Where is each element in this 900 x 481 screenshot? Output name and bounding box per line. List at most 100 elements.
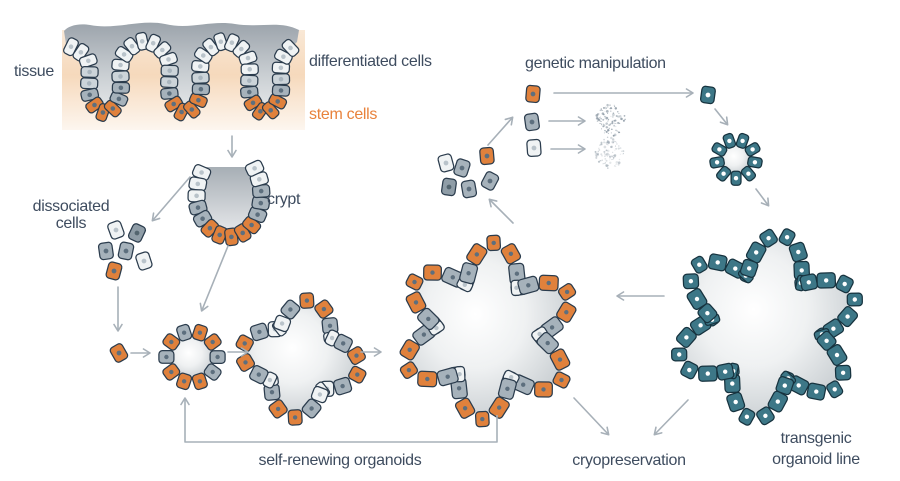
epithelial-cell — [707, 253, 728, 272]
epithelial-cell — [738, 407, 756, 426]
epithelial-cell — [778, 228, 796, 247]
epithelial-cell — [697, 303, 718, 324]
epithelial-cell — [534, 381, 553, 398]
epithelial-cell — [271, 61, 291, 75]
epithelial-cell — [806, 382, 827, 401]
epithelial-cell — [417, 370, 438, 388]
epithelial-cell — [243, 94, 263, 112]
organoid-medium — [235, 292, 367, 426]
epithelial-cell — [745, 241, 767, 264]
epithelial-cell — [497, 377, 517, 400]
epithelial-cell — [826, 380, 844, 399]
organoid-transgenic-lumen — [683, 239, 851, 415]
epithelial-cell — [240, 85, 259, 99]
epithelial-cell — [816, 330, 837, 351]
epithelial-cell — [159, 75, 179, 89]
epithelial-cell — [135, 251, 153, 271]
epithelial-cell — [123, 36, 141, 56]
epithelial-cell — [80, 65, 99, 79]
epithelial-cell — [117, 241, 135, 261]
epithelial-cell — [697, 365, 718, 382]
epithelial-cell — [846, 292, 863, 307]
epithelial-cell — [109, 91, 129, 107]
epithelial-cell — [744, 142, 761, 157]
organoid-small-lumen — [171, 336, 213, 378]
epithelial-cell — [399, 339, 420, 361]
flow-arrow — [151, 176, 191, 222]
epithelial-cell — [261, 101, 280, 120]
flow-arrow — [487, 116, 514, 146]
epithelial-cell — [79, 77, 99, 90]
epithelial-cell — [160, 64, 179, 77]
epithelial-cell — [159, 51, 178, 67]
epithelial-cell — [158, 349, 175, 364]
epithelial-cell — [788, 241, 808, 263]
flow-arrow — [653, 399, 689, 436]
epithelial-cell — [203, 363, 222, 381]
epithelial-cell — [436, 367, 459, 387]
epithelial-cell — [85, 96, 104, 114]
epithelial-cell — [191, 83, 211, 96]
epithelial-cell — [299, 292, 315, 309]
epithelial-cell — [114, 45, 134, 63]
epithelial-cell — [191, 372, 208, 391]
epithelial-cell — [107, 220, 125, 240]
epithelial-cell — [680, 360, 699, 380]
epithelial-cell — [675, 326, 697, 348]
epithelial-cell — [517, 275, 540, 295]
epithelial-cell — [72, 42, 90, 62]
epithelial-cell — [111, 70, 130, 83]
epithelial-cell — [682, 273, 700, 290]
epithelial-cell — [188, 92, 208, 109]
epithelial-cell — [127, 223, 147, 243]
epithelial-cell — [556, 301, 577, 323]
differentiated-cells-label: differentiated cells — [309, 53, 432, 70]
epithelial-cell — [740, 165, 757, 182]
epithelial-cell — [730, 170, 742, 186]
epithelial-cell — [105, 261, 123, 281]
epithelial-cell — [232, 39, 251, 59]
epithelial-cell — [837, 306, 859, 328]
epithelial-cell — [162, 333, 181, 351]
organoid-medium-lumen — [246, 304, 356, 414]
epithelial-cell — [176, 323, 193, 342]
epithelial-cell — [459, 262, 479, 285]
epithelial-cell — [549, 348, 571, 371]
epithelial-cell — [552, 371, 571, 389]
epithelial-cell — [480, 171, 500, 191]
epithelial-cell — [486, 234, 502, 252]
epithelial-cell — [153, 41, 172, 59]
epithelial-cell — [767, 390, 789, 413]
epithelial-cell — [135, 31, 150, 51]
dissociated-cells-label-line2: cells — [55, 215, 87, 232]
epithelial-cell — [271, 84, 291, 97]
epithelial-cell — [466, 243, 488, 266]
epithelial-cell — [756, 406, 775, 426]
epithelial-cell — [238, 50, 258, 66]
transgenic-label-line1: transgenic — [780, 430, 852, 447]
epithelial-cell — [202, 37, 220, 57]
epithelial-cell — [240, 63, 259, 76]
organoid-teal-cyst — [709, 132, 763, 186]
tissue-graphic — [62, 22, 305, 130]
epithelial-cell — [281, 38, 300, 57]
transgenic-organoid-line-label: transgenic organoid line — [743, 428, 889, 470]
epithelial-cell — [816, 272, 837, 289]
stem-cells-label: stem cells — [309, 106, 378, 123]
transgenic-label-line2: organoid line — [772, 451, 860, 468]
epithelial-cell — [111, 81, 131, 94]
epithelial-cell — [747, 156, 763, 169]
flow-arrows — [113, 88, 770, 443]
epithelial-cell — [671, 347, 688, 362]
epithelial-cell — [80, 87, 100, 102]
epithelial-cell — [273, 48, 293, 65]
organoid-transgenic — [671, 228, 863, 426]
epithelial-cell — [78, 53, 98, 69]
epithelial-cell — [536, 331, 559, 355]
epithelial-cell — [182, 100, 201, 119]
epithelial-cell — [235, 334, 254, 353]
epithelial-cell — [450, 377, 468, 400]
epithelial-cell — [310, 385, 329, 404]
epithelial-cell — [268, 399, 288, 419]
flow-arrow — [488, 198, 514, 224]
